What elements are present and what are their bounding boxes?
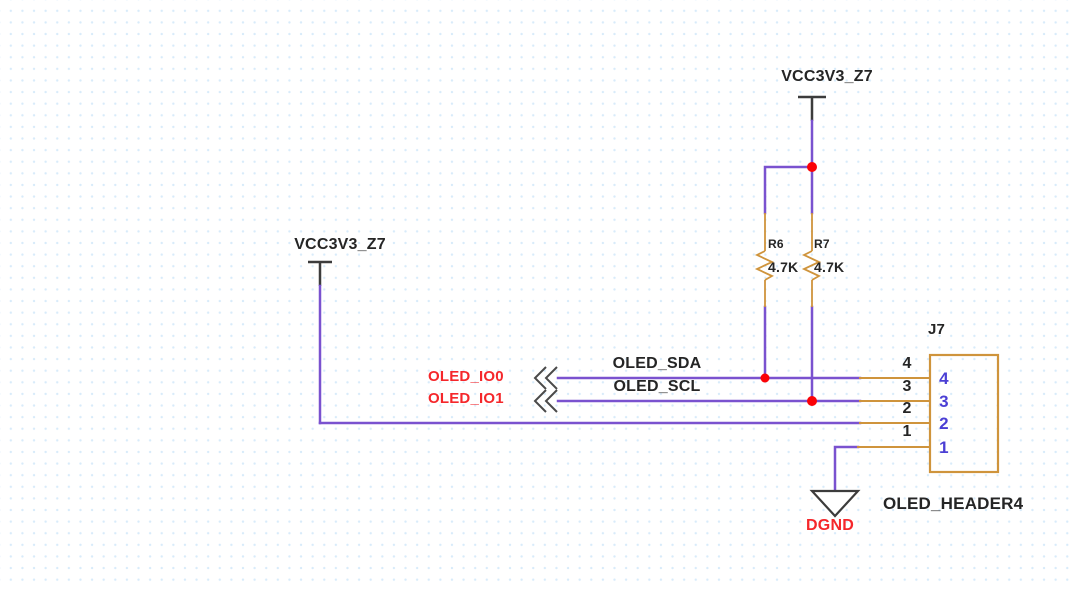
resistor-r6-designator[interactable]: R6: [768, 237, 784, 251]
connector-j7-body[interactable]: [928, 353, 1000, 474]
wires[interactable]: [318, 119, 862, 493]
port-chevron-io0[interactable]: [533, 366, 558, 390]
resistor-r7[interactable]: [801, 213, 822, 307]
pin4-number-inner: 4: [939, 369, 949, 388]
ground-net-label[interactable]: DGND: [806, 517, 854, 534]
port-chevron-io1[interactable]: [533, 389, 558, 413]
net-label-oled-sda[interactable]: OLED_SDA: [612, 355, 702, 372]
pin1-number-inner: 1: [939, 438, 949, 457]
pin4-number-outer: 4: [902, 355, 912, 372]
wire-pin1-to-gnd: [833, 445, 860, 493]
power-net-label-left[interactable]: VCC3V3_Z7: [294, 236, 386, 253]
power-net-label-top[interactable]: VCC3V3_Z7: [781, 68, 873, 85]
connector-j7-comment[interactable]: OLED_HEADER4: [883, 494, 1024, 513]
connector-j7-pins[interactable]: [857, 377, 931, 448]
pin1-number-outer: 1: [902, 423, 912, 440]
wire-vcc-branch-r6: [763, 165, 814, 215]
power-symbol-left[interactable]: [308, 260, 332, 286]
pin3-number-inner: 3: [939, 392, 949, 411]
pin2-number-outer: 2: [902, 400, 912, 417]
port-label-oled-io0[interactable]: OLED_IO0: [428, 368, 504, 385]
resistor-r6[interactable]: [754, 213, 775, 307]
pin3-number-outer: 3: [902, 378, 912, 395]
junction-dot-sda: [760, 373, 770, 383]
port-label-oled-io1[interactable]: OLED_IO1: [428, 390, 504, 407]
power-symbol-top[interactable]: [798, 95, 826, 121]
resistor-r7-designator[interactable]: R7: [814, 237, 830, 251]
junction-dot-scl: [807, 396, 817, 406]
junction-dot-vcc: [807, 162, 817, 172]
resistor-r7-value[interactable]: 4.7K: [814, 259, 845, 275]
junction-dots: [760, 162, 817, 406]
ground-symbol[interactable]: [809, 489, 861, 518]
net-label-oled-scl[interactable]: OLED_SCL: [613, 378, 701, 395]
connector-j7-designator[interactable]: J7: [928, 321, 946, 338]
pin2-number-inner: 2: [939, 414, 949, 433]
resistor-r6-value[interactable]: 4.7K: [768, 259, 799, 275]
